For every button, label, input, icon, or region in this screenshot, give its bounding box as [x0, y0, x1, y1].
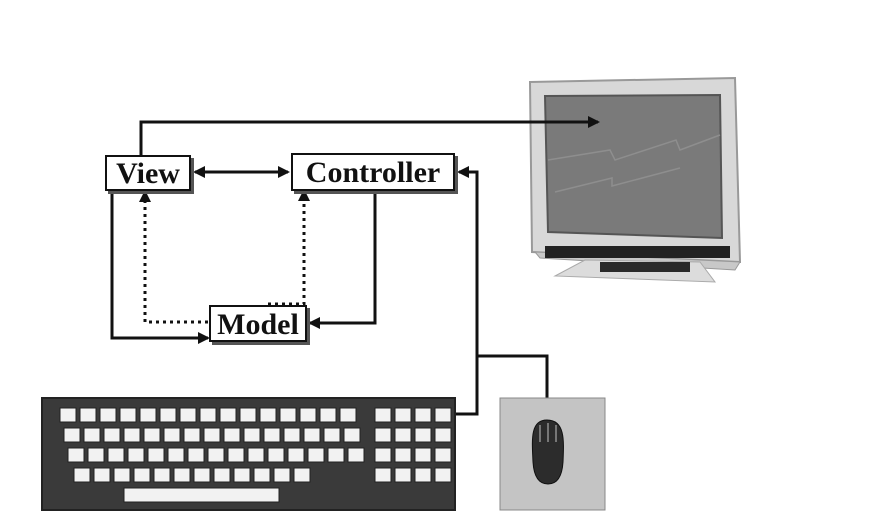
keyboard-key — [223, 427, 241, 443]
keyboard-key — [203, 427, 221, 443]
keyboard-key — [434, 447, 452, 463]
keyboard-key — [233, 467, 251, 483]
keyboard-key — [59, 407, 77, 423]
keyboard-key — [394, 467, 412, 483]
edge-view-monitor — [139, 116, 600, 157]
dotted-connectors — [139, 189, 310, 324]
keyboard-key — [193, 467, 211, 483]
keyboard-key — [319, 407, 337, 423]
keyboard-key — [159, 407, 177, 423]
keyboard-key — [119, 407, 137, 423]
keyboard-key — [374, 447, 392, 463]
keyboard-key — [63, 427, 81, 443]
keyboard-key — [143, 427, 161, 443]
model-node: Model — [209, 305, 307, 342]
keyboard-key — [199, 407, 217, 423]
keyboard-key — [414, 467, 432, 483]
keyboard-key — [73, 467, 91, 483]
keyboard-icon — [41, 397, 456, 511]
keyboard-key — [394, 407, 412, 423]
keyboard-key — [123, 427, 141, 443]
keyboard-key — [374, 427, 392, 443]
keyboard-key — [99, 407, 117, 423]
keyboard-key — [259, 407, 277, 423]
keyboard-key — [167, 447, 185, 463]
keyboard-key — [374, 467, 392, 483]
keyboard-key — [434, 467, 452, 483]
keyboard-key — [87, 447, 105, 463]
keyboard-key — [434, 427, 452, 443]
keyboard-key — [133, 467, 151, 483]
keyboard-key — [163, 427, 181, 443]
keyboard-key — [113, 467, 131, 483]
keyboard-key — [103, 427, 121, 443]
keyboard-key — [153, 467, 171, 483]
edge-controller-model — [308, 191, 377, 329]
edge-view-model — [110, 190, 210, 344]
keyboard-key — [239, 407, 257, 423]
keyboard-key — [243, 427, 261, 443]
keyboard-key — [83, 427, 101, 443]
keyboard-key — [187, 447, 205, 463]
keyboard-key — [343, 427, 361, 443]
keyboard-key — [79, 407, 97, 423]
keyboard-key — [394, 447, 412, 463]
keyboard-key — [347, 447, 365, 463]
edge-model-controller — [268, 189, 310, 306]
keyboard-key — [267, 447, 285, 463]
keyboard-key — [414, 407, 432, 423]
keyboard-key — [147, 447, 165, 463]
keyboard-key — [414, 447, 432, 463]
keyboard-key — [307, 447, 325, 463]
keyboard-key — [179, 407, 197, 423]
keyboard-key — [139, 407, 157, 423]
keyboard-key — [67, 447, 85, 463]
keyboard-key — [394, 427, 412, 443]
keyboard-key — [283, 427, 301, 443]
keyboard-key — [173, 467, 191, 483]
keyboard-key — [207, 447, 225, 463]
keyboard-key — [183, 427, 201, 443]
keyboard-key — [287, 447, 305, 463]
edge-keyboard-controller — [455, 166, 479, 416]
keyboard-key — [323, 427, 341, 443]
keyboard-key — [273, 467, 291, 483]
monitor-icon — [528, 76, 742, 283]
keyboard-key — [107, 447, 125, 463]
keyboard-key — [293, 467, 311, 483]
mouse-icon — [499, 397, 606, 511]
keyboard-key — [299, 407, 317, 423]
keyboard-key — [219, 407, 237, 423]
keyboard-key — [127, 447, 145, 463]
keyboard-key — [339, 407, 357, 423]
keyboard-key — [374, 407, 392, 423]
edge-model-view — [139, 190, 208, 324]
keyboard-key — [414, 427, 432, 443]
keyboard-key — [123, 487, 280, 503]
view-node: View — [105, 155, 191, 191]
keyboard-key — [279, 407, 297, 423]
controller-node: Controller — [291, 153, 455, 191]
keyboard-key — [227, 447, 245, 463]
keyboard-key — [93, 467, 111, 483]
keyboard-key — [263, 427, 281, 443]
keyboard-key — [213, 467, 231, 483]
keyboard-key — [247, 447, 265, 463]
keyboard-key — [434, 407, 452, 423]
keyboard-key — [327, 447, 345, 463]
keyboard-key — [253, 467, 271, 483]
keyboard-key — [303, 427, 321, 443]
